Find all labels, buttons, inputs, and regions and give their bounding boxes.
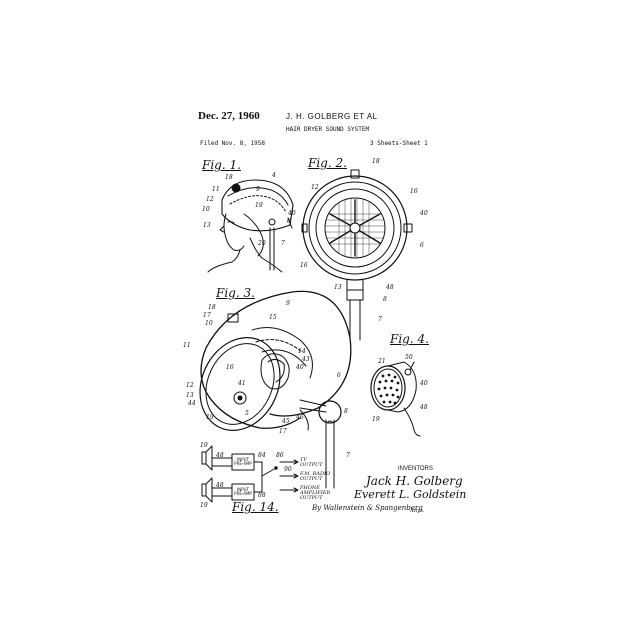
inventor-name: J. H. GOLBERG ET AL: [286, 112, 378, 121]
fig14-drawing: [201, 445, 299, 503]
inventors-heading: INVENTORS: [398, 466, 433, 472]
ref-numeral: 86: [276, 452, 284, 459]
phono-output-label: PHONE AMPLIFIER OUTPUT: [300, 485, 331, 501]
fig4-drawing: [370, 361, 421, 437]
ref-numeral: 45: [282, 418, 290, 425]
ref-numeral: 17: [203, 312, 211, 319]
ref-numeral: 9: [256, 186, 260, 193]
ref-numeral: 13: [203, 222, 211, 229]
ref-numeral: 13: [334, 284, 342, 291]
ref-numeral: 43: [302, 356, 310, 363]
fig3-drawing: [199, 290, 352, 489]
ref-numeral: 12: [206, 196, 214, 203]
ref-numeral: 12: [186, 382, 194, 389]
ref-numeral: 40: [296, 364, 304, 371]
fig3-label: Fig. 3.: [216, 286, 255, 300]
fig1-drawing: [207, 179, 294, 273]
ref-numeral: 41: [238, 380, 246, 387]
ref-numeral: 90: [284, 466, 292, 473]
preamp-box-label: INPUT PRE-AMP: [234, 457, 252, 466]
ref-numeral: 88: [258, 492, 266, 499]
ref-numeral: 11: [212, 186, 220, 193]
ref-numeral: 44: [188, 400, 196, 407]
ref-numeral: 16: [300, 262, 308, 269]
ref-numeral: 19: [200, 502, 208, 509]
ref-numeral: 14: [298, 348, 306, 355]
fig14-label: Fig. 14.: [232, 500, 279, 514]
ref-numeral: 48: [386, 284, 394, 291]
ref-numeral: 40: [420, 380, 428, 387]
attorney-label: Attys.: [410, 508, 425, 514]
sheet-count: 3 Sheets-Sheet 1: [370, 140, 428, 147]
ref-numeral: 6: [420, 242, 424, 249]
ref-numeral: 48: [420, 404, 428, 411]
ref-numeral: 16: [410, 188, 418, 195]
tv-output-label: TV OUTPUT: [300, 457, 323, 468]
ref-numeral: 7: [378, 316, 382, 323]
ref-numeral: 19: [206, 414, 214, 421]
ref-numeral: 15: [269, 314, 277, 321]
ref-numeral: 19: [200, 442, 208, 449]
ref-numeral: 18: [225, 174, 233, 181]
fig2-drawing: [301, 169, 413, 341]
ref-numeral: 5: [245, 410, 249, 417]
ref-numeral: 6: [337, 372, 341, 379]
fig1-label: Fig. 1.: [202, 158, 241, 172]
ref-numeral: 21: [378, 358, 386, 365]
patent-title: HAIR DRYER SOUND SYSTEM: [286, 126, 370, 133]
ref-numeral: 50: [405, 354, 413, 361]
ref-numeral: 7: [346, 452, 350, 459]
ref-numeral: 6: [287, 218, 291, 225]
ref-numeral: 84: [258, 452, 266, 459]
ref-numeral: 4: [272, 172, 276, 179]
ref-numeral: 8: [344, 408, 348, 415]
ref-numeral: 20: [258, 240, 266, 247]
ref-numeral: 19: [372, 416, 380, 423]
ref-numeral: 11: [183, 342, 191, 349]
ref-numeral: 7: [281, 240, 285, 247]
ref-numeral: 10: [205, 320, 213, 327]
ref-numeral: 13: [186, 392, 194, 399]
patent-date: Dec. 27, 1960: [198, 110, 260, 122]
ref-numeral: 18: [372, 158, 380, 165]
ref-numeral: 19: [255, 202, 263, 209]
ref-numeral: 17: [279, 428, 287, 435]
inventor-signature-1: Jack H. Golberg: [366, 474, 463, 488]
preamp-box-label: INPUT PRE-AMP: [234, 487, 252, 496]
attorney-signature: By Wallenstein & Spangenberg: [312, 504, 423, 512]
ref-numeral: 40: [420, 210, 428, 217]
ref-numeral: 48: [216, 482, 224, 489]
ref-numeral: 48: [216, 452, 224, 459]
ref-numeral: 46: [296, 414, 304, 421]
ref-numeral: 40: [288, 210, 296, 217]
ref-numeral: 12: [311, 184, 319, 191]
fig2-label: Fig. 2.: [308, 156, 347, 170]
ref-numeral: 9: [286, 300, 290, 307]
inventor-signature-2: Everett L. Goldstein: [354, 488, 467, 501]
fm-output-label: F.M. RADIO OUTPUT: [300, 471, 331, 482]
filed-date: Filed Nov. 8, 1958: [200, 140, 266, 147]
ref-numeral: 10: [202, 206, 210, 213]
ref-numeral: 8: [383, 296, 387, 303]
ref-numeral: 18: [208, 304, 216, 311]
ref-numeral: 16: [226, 364, 234, 371]
fig4-label: Fig. 4.: [390, 332, 429, 346]
